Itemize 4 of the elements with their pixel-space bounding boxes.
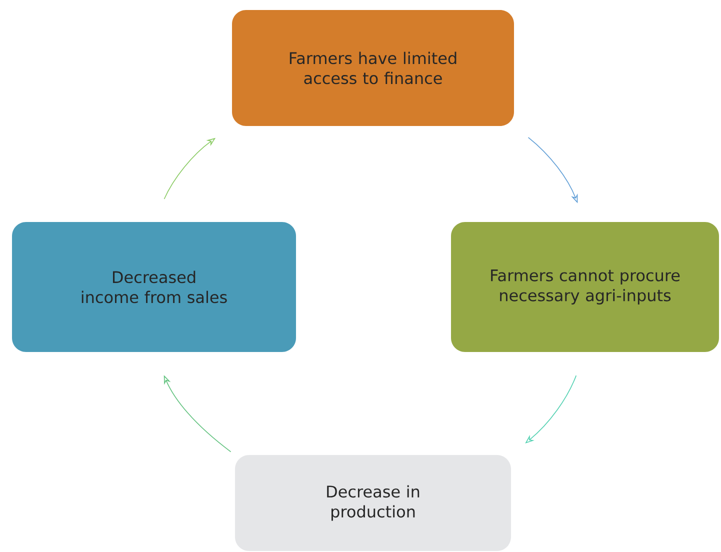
process-box: Decrease in production [235,455,511,551]
process-box: Farmers cannot procure necessary agri-inputs [451,222,719,352]
process-box: Farmers have limited access to finance [232,10,514,126]
process-box: Decreased income from sales [12,222,296,352]
